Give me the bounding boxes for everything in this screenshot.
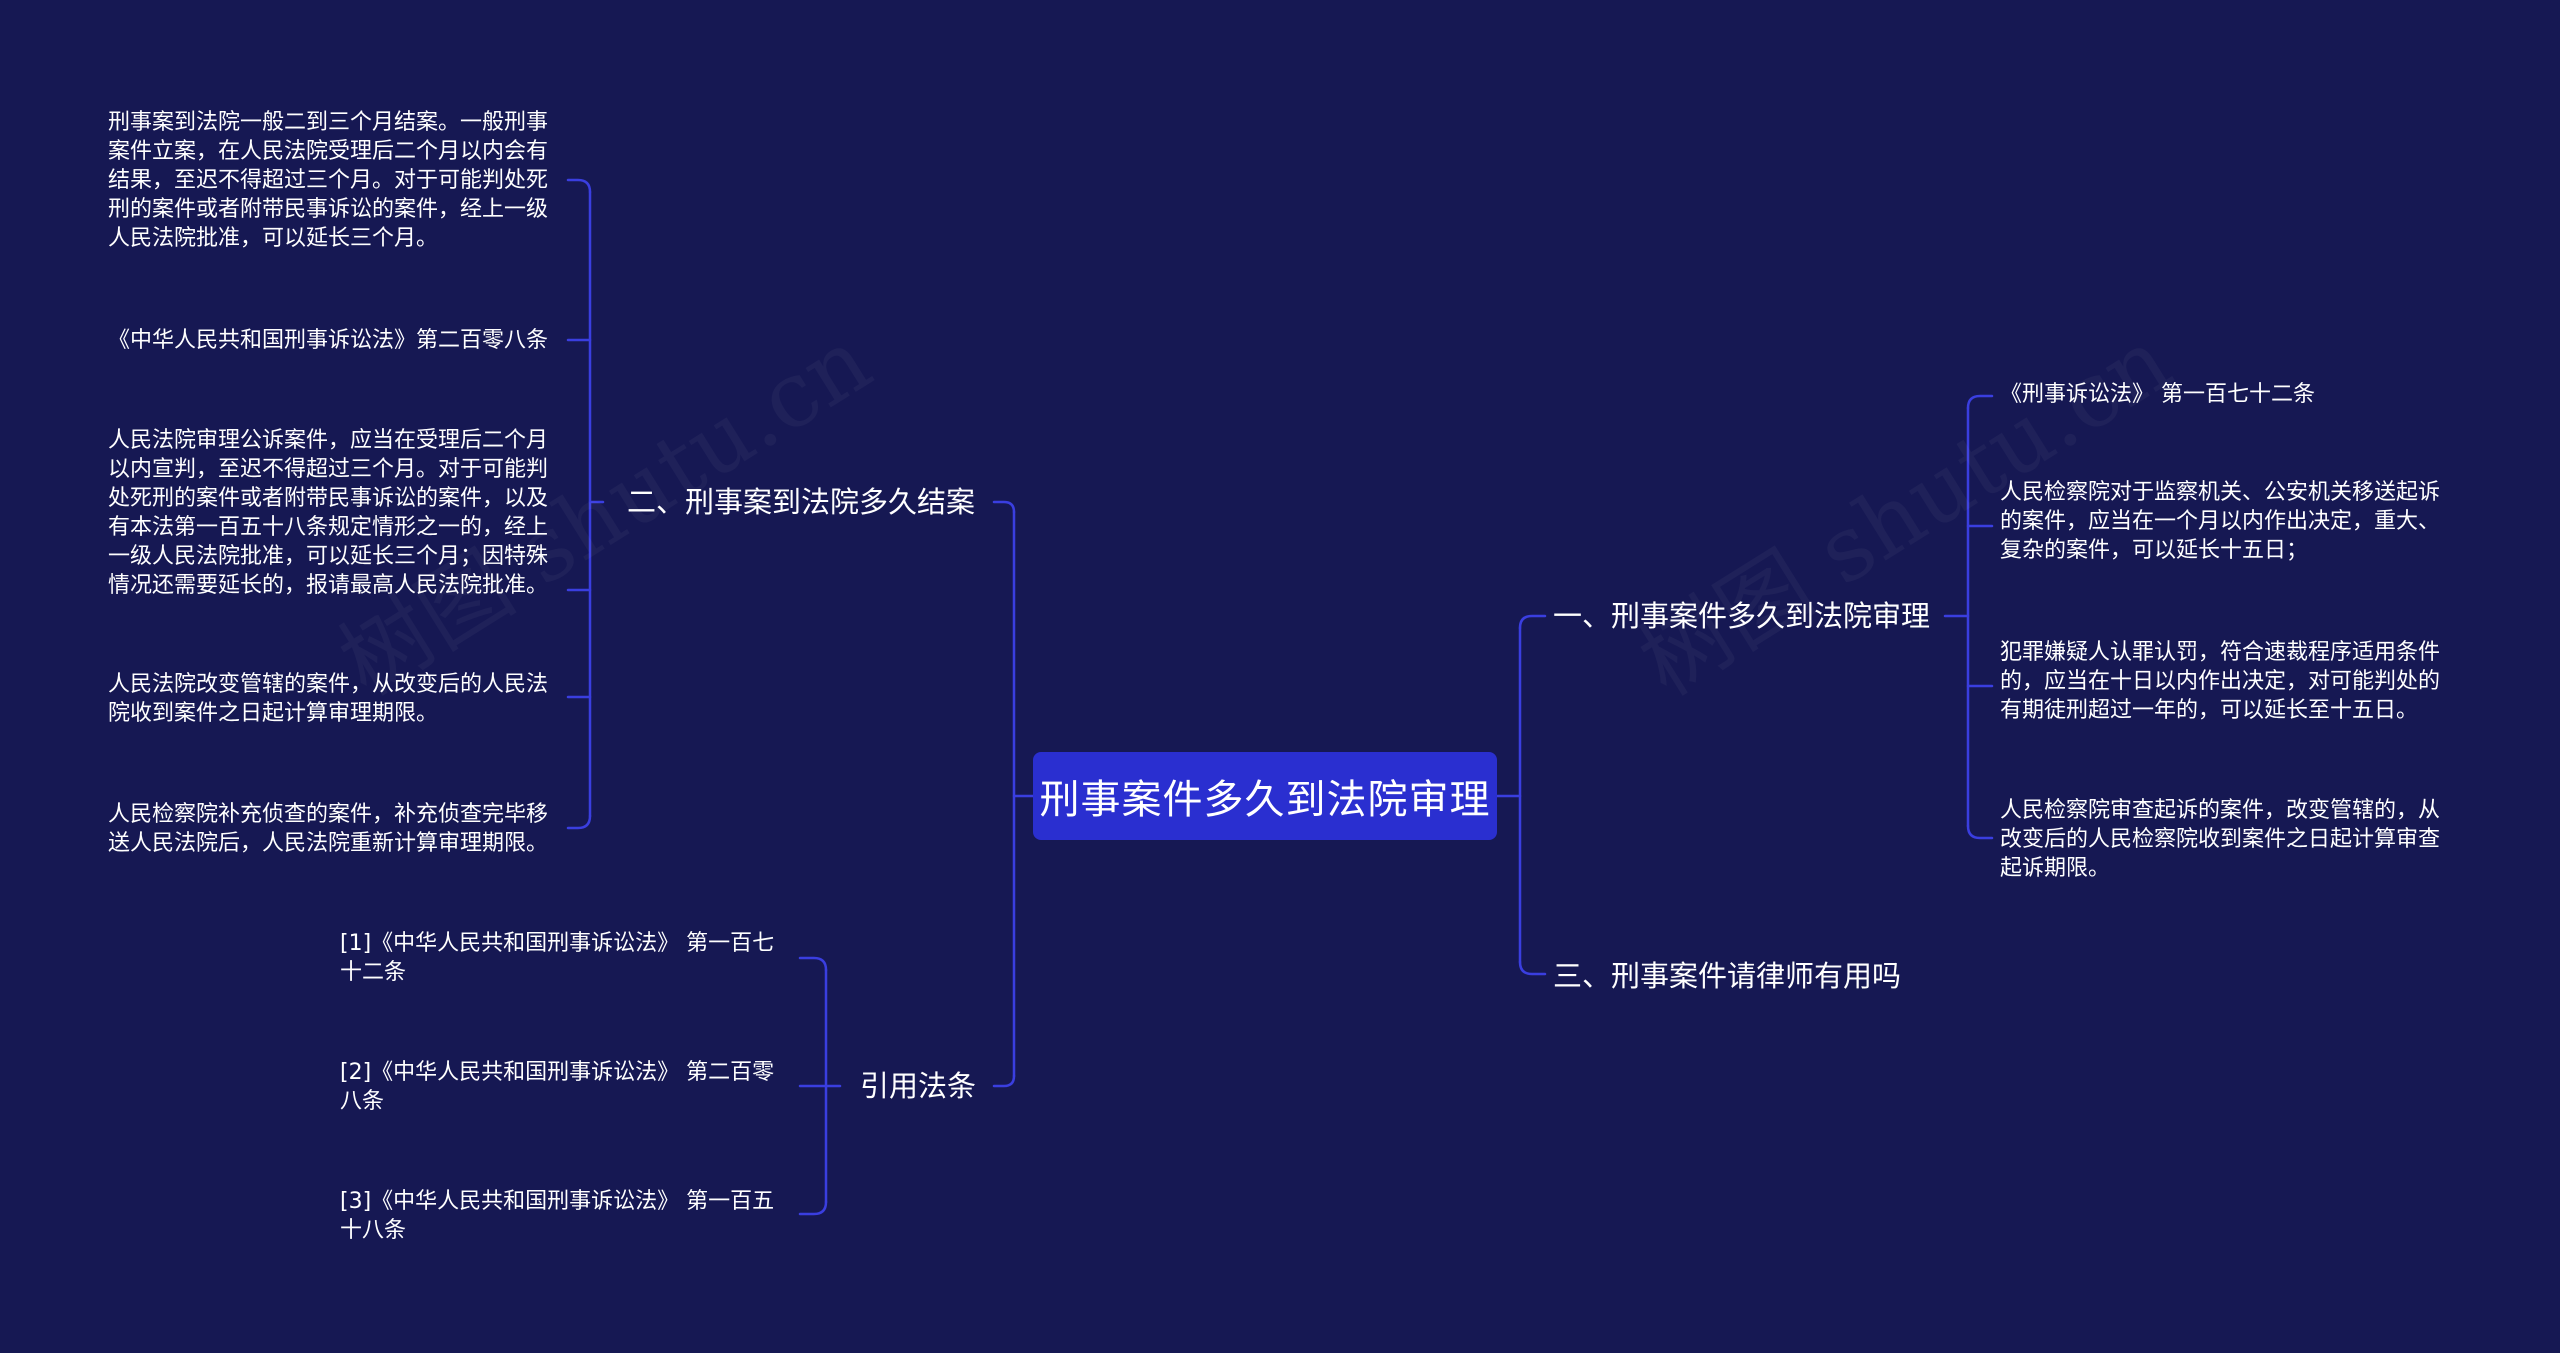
- citation-item[interactable]: [2]《中华人民共和国刑事诉讼法》 第二百零八条: [340, 1058, 795, 1116]
- leaf-text[interactable]: 人民法院改变管辖的案件，从改变后的人民法院收到案件之日起计算审理期限。: [108, 670, 563, 728]
- branch-case-closing-time[interactable]: 二、刑事案到法院多久结案: [627, 484, 975, 520]
- leaf-label: 人民法院改变管辖的案件，从改变后的人民法院收到案件之日起计算审理期限。: [108, 672, 549, 726]
- leaf-label: [3]《中华人民共和国刑事诉讼法》 第一百五十八条: [340, 1189, 775, 1243]
- leaf-text[interactable]: 刑事案到法院一般二到三个月结案。一般刑事案件立案，在人民法院受理后二个月以内会有…: [108, 108, 563, 253]
- branch-cited-laws[interactable]: 引用法条: [860, 1068, 976, 1104]
- branch-label: 三、刑事案件请律师有用吗: [1553, 959, 1902, 993]
- leaf-label: 人民法院审理公诉案件，应当在受理后二个月以内宣判，至迟不得超过三个月。对于可能判…: [108, 428, 549, 598]
- branch-how-long-to-trial[interactable]: 一、刑事案件多久到法院审理: [1553, 598, 1930, 634]
- root-topic-label: 刑事案件多久到法院审理: [1039, 777, 1491, 823]
- root-topic[interactable]: 刑事案件多久到法院审理: [1033, 752, 1497, 840]
- leaf-label: [1]《中华人民共和国刑事诉讼法》 第一百七十二条: [340, 931, 775, 985]
- leaf-label: 人民检察院审查起诉的案件，改变管辖的，从改变后的人民检察院收到案件之日起计算审查…: [2000, 798, 2441, 881]
- branch-label: 引用法条: [860, 1069, 977, 1103]
- citation-item[interactable]: [3]《中华人民共和国刑事诉讼法》 第一百五十八条: [340, 1187, 795, 1245]
- leaf-text[interactable]: 人民检察院对于监察机关、公安机关移送起诉的案件，应当在一个月以内作出决定，重大、…: [2000, 478, 2460, 565]
- leaf-label: 《刑事诉讼法》 第一百七十二条: [2000, 382, 2315, 407]
- citation-item[interactable]: [1]《中华人民共和国刑事诉讼法》 第一百七十二条: [340, 929, 795, 987]
- leaf-label: 犯罪嫌疑人认罪认罚，符合速裁程序适用条件的，应当在十日以内作出决定，对可能判处的…: [2000, 640, 2441, 723]
- leaf-text[interactable]: 人民检察院补充侦查的案件，补充侦查完毕移送人民法院后，人民法院重新计算审理期限。: [108, 800, 563, 858]
- leaf-text[interactable]: 人民法院审理公诉案件，应当在受理后二个月以内宣判，至迟不得超过三个月。对于可能判…: [108, 426, 563, 600]
- leaf-label: 《中华人民共和国刑事诉讼法》第二百零八条: [108, 328, 549, 353]
- leaf-label: 刑事案到法院一般二到三个月结案。一般刑事案件立案，在人民法院受理后二个月以内会有…: [108, 110, 549, 251]
- leaf-label: 人民检察院补充侦查的案件，补充侦查完毕移送人民法院后，人民法院重新计算审理期限。: [108, 802, 549, 856]
- leaf-label: [2]《中华人民共和国刑事诉讼法》 第二百零八条: [340, 1060, 775, 1114]
- branch-label: 一、刑事案件多久到法院审理: [1553, 599, 1931, 633]
- branch-lawyer-useful[interactable]: 三、刑事案件请律师有用吗: [1553, 958, 1901, 994]
- leaf-text[interactable]: 《刑事诉讼法》 第一百七十二条: [2000, 380, 2460, 409]
- leaf-text[interactable]: 犯罪嫌疑人认罪认罚，符合速裁程序适用条件的，应当在十日以内作出决定，对可能判处的…: [2000, 638, 2460, 725]
- leaf-label: 人民检察院对于监察机关、公安机关移送起诉的案件，应当在一个月以内作出决定，重大、…: [2000, 480, 2441, 563]
- leaf-text[interactable]: 《中华人民共和国刑事诉讼法》第二百零八条: [108, 326, 563, 355]
- leaf-text[interactable]: 人民检察院审查起诉的案件，改变管辖的，从改变后的人民检察院收到案件之日起计算审查…: [2000, 796, 2460, 883]
- branch-label: 二、刑事案到法院多久结案: [627, 485, 976, 519]
